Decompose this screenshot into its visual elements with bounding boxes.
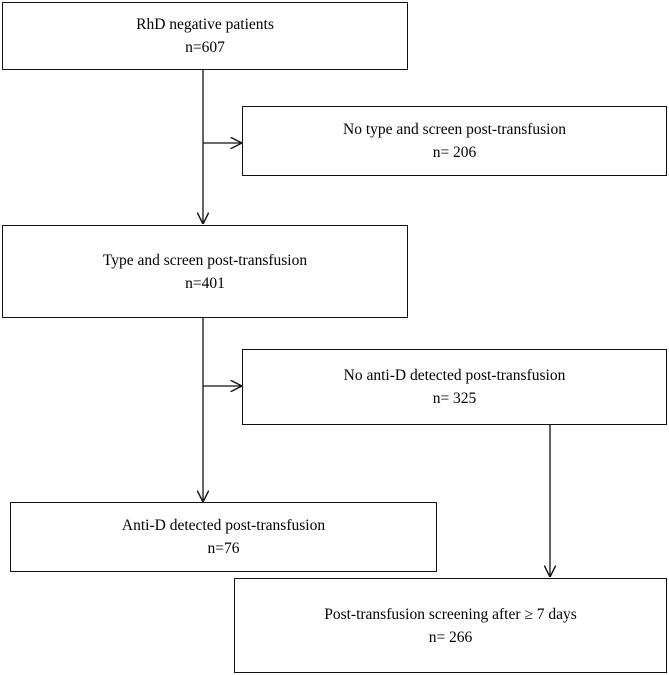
box-count: n= 325 [432, 390, 477, 407]
box-title: Type and screen post-transfusion [102, 251, 308, 269]
box-count: n= 266 [428, 628, 473, 646]
box-no-type-and-screen: No type and screen post-transfusion n= 2… [242, 106, 667, 176]
box-title: Anti-D detected post-transfusion [121, 517, 326, 534]
box-count: n=401 [185, 274, 225, 292]
box-rhd-negative-patients: RhD negative patients n=607 [2, 2, 408, 70]
box-no-anti-d-detected: No anti-D detected post-transfusion n= 3… [242, 349, 667, 425]
box-title: No type and screen post-transfusion [343, 121, 566, 138]
box-title: No anti-D detected post-transfusion [343, 367, 566, 384]
box-title: RhD negative patients [136, 16, 274, 33]
box-count: n=607 [185, 39, 225, 56]
box-screening-after-7-days: Post-transfusion screening after ≥ 7 day… [234, 578, 667, 673]
box-type-and-screen: Type and screen post-transfusion n=401 [2, 225, 408, 318]
box-count: n= 206 [432, 144, 477, 161]
box-count: n=76 [207, 540, 240, 557]
box-anti-d-detected: Anti-D detected post-transfusion n=76 [10, 502, 437, 572]
box-title: Post-transfusion screening after ≥ 7 day… [324, 605, 577, 623]
